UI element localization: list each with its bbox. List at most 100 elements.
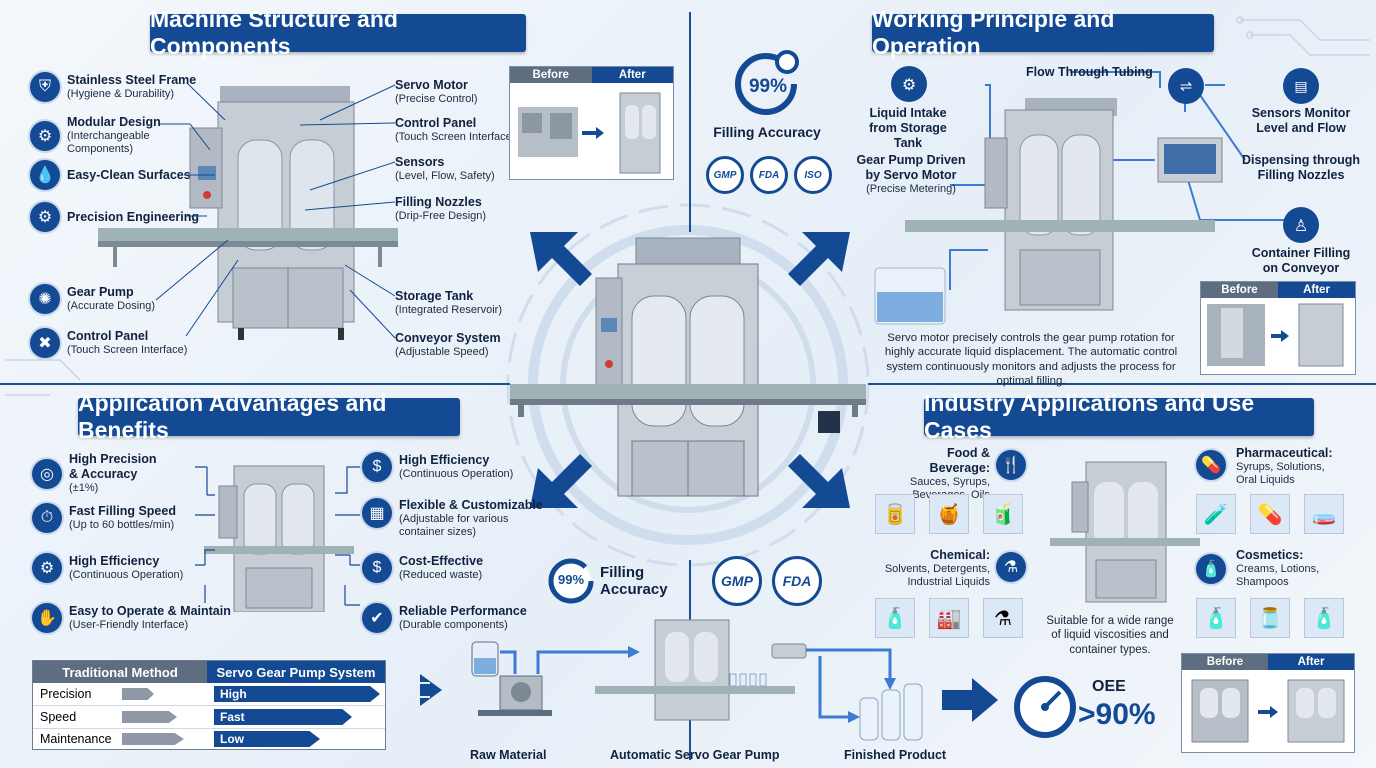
industry-chemical: Chemical:Solvents, Detergents, Industria…	[884, 548, 990, 589]
product-thumb: 💊	[1250, 494, 1290, 534]
gear-pump-icon: ✺	[30, 284, 60, 314]
shield-icon: ⛨	[30, 72, 60, 102]
feature-modular-design: ⚙ Modular Design(Interchangeable Compone…	[30, 115, 167, 156]
comparison-row: Speed Fast	[33, 706, 385, 729]
fork-knife-icon: 🍴	[996, 450, 1026, 480]
process-flow	[420, 619, 998, 741]
target-icon: ◎	[32, 458, 62, 489]
svg-text:⚙: ⚙	[902, 77, 916, 94]
industry-cosmetics: Cosmetics:Creams, Lotions, Shampoos	[1236, 548, 1320, 589]
divider-top	[689, 12, 691, 232]
machine-illustration-industry	[1050, 461, 1200, 603]
product-thumb: 🧴	[875, 598, 915, 638]
arrow-down-right-icon	[788, 454, 850, 508]
feature-control-panel: ✖ Control Panel(Touch Screen Interface)	[30, 328, 187, 358]
principle-sensors: Sensors Monitor Level and Flow	[1251, 106, 1351, 135]
iso-seal-top: ISO	[794, 156, 832, 194]
feature-precision-engineering: ⚙ Precision Engineering	[30, 202, 199, 232]
divider-left	[0, 383, 510, 385]
after-label: After	[1278, 282, 1355, 298]
advantage-high-efficiency-right: $ High Efficiency(Continuous Operation)	[362, 452, 513, 482]
shield-check-icon: ✔	[362, 603, 392, 633]
comparison-table: Traditional Method Servo Gear Pump Syste…	[32, 660, 386, 750]
principle-diagram: ⚙ ⇌ ▤ ♙	[874, 66, 1319, 325]
principle-flow-tubing: Flow Through Tubing	[1026, 65, 1153, 79]
industry-food-icon-wrap: 🍴	[996, 450, 1026, 480]
product-thumb: 🍯	[929, 494, 969, 534]
process-raw-material: Raw Material	[470, 748, 547, 762]
accuracy-gauge-icon	[735, 50, 799, 115]
center-arrows	[530, 232, 850, 508]
feature-stainless-frame: ⛨ Stainless Steel Frame(Hygiene & Durabi…	[30, 72, 196, 102]
industry-note: Suitable for a wide range of liquid visc…	[1046, 615, 1174, 656]
accuracy-label-bottom: Filling Accuracy	[600, 564, 668, 599]
feature-gear-pump: ✺ Gear Pump(Accurate Dosing)	[30, 284, 155, 314]
accuracy-label: Filling Accuracy	[713, 124, 821, 140]
principle-container: Container Filling on Conveyor	[1251, 246, 1351, 275]
flask-icon: ⚗	[996, 552, 1026, 582]
accuracy-value: 99%	[748, 76, 788, 97]
before-label: Before	[510, 67, 592, 83]
after-label: After	[1268, 654, 1354, 670]
advantage-reliable: ✔ Reliable Performance(Durable component…	[362, 603, 527, 633]
principle-description: Servo motor precisely controls the gear …	[884, 332, 1178, 387]
gmp-seal-bottom: GMP	[712, 556, 762, 606]
comparison-row: Maintenance Low	[33, 729, 385, 749]
product-thumb: 🧫	[1304, 494, 1344, 534]
puzzle-icon: ▦	[362, 498, 392, 528]
before-after-images	[1191, 679, 1345, 743]
product-thumb: 🧴	[1304, 598, 1344, 638]
arrow-up-right-icon	[788, 232, 850, 286]
process-finished-product: Finished Product	[844, 748, 947, 762]
oee-value: >90%	[1078, 698, 1156, 731]
svg-text:♙: ♙	[1294, 218, 1308, 235]
product-thumb: 🫙	[1250, 598, 1290, 638]
label-filling-nozzles: Filling Nozzles(Drip-Free Design)	[395, 195, 487, 222]
comparison-header-traditional: Traditional Method	[33, 661, 207, 683]
leader-lines-structure	[155, 83, 396, 339]
product-thumb: 🧪	[1196, 494, 1236, 534]
section-title-principle: Working Principle and Operation	[872, 6, 1214, 59]
money-hand-icon: $	[362, 452, 392, 482]
product-thumb: ⚗	[983, 598, 1023, 638]
advantage-precision: ◎ High Precision & Accuracy(±1%)	[32, 452, 169, 495]
droplet-icon: 💧	[30, 160, 60, 190]
before-after-images	[1207, 303, 1344, 367]
product-thumb: 🥫	[875, 494, 915, 534]
industry-chemical-icon-wrap: ⚗	[996, 552, 1026, 582]
accuracy-value-bottom: 99%	[557, 572, 585, 587]
principle-dispensing: Dispensing through Filling Nozzles	[1241, 153, 1361, 182]
label-conveyor: Conveyor System(Adjustable Speed)	[395, 331, 501, 358]
advantage-flexible: ▦ Flexible & Customizable(Adjustable for…	[362, 498, 543, 539]
comparison-row: Precision High	[33, 683, 385, 706]
dollar-icon: $	[362, 553, 392, 583]
gear-icon: ⚙	[30, 202, 60, 232]
arrow-down-left-icon	[530, 454, 592, 508]
svg-text:⇌: ⇌	[1180, 78, 1193, 95]
industry-cosmetics-icon-wrap: 🧴	[1196, 554, 1226, 584]
advantage-speed: ⏱ Fast Filling Speed(Up to 60 bottles/mi…	[32, 503, 176, 533]
leader-lines-advantages	[195, 466, 360, 606]
pill-icon: 💊	[1196, 450, 1226, 480]
pump-bottle-icon: 🧴	[1196, 554, 1226, 584]
oee-label: OEE	[1092, 678, 1126, 695]
product-thumb: 🏭	[929, 598, 969, 638]
principle-gear-pump: Gear Pump Driven by Servo Motor(Precise …	[856, 153, 966, 195]
section-title-industry: Industry Applications and Use Cases	[924, 390, 1314, 443]
after-label: After	[591, 67, 673, 83]
tools-icon: ✖	[30, 328, 60, 358]
label-control-panel: Control Panel(Touch Screen Interface)	[395, 116, 516, 143]
modules-icon: ⚙	[30, 120, 60, 151]
industry-food: Food & Beverage:Sauces, Syrups, Beverage…	[909, 446, 990, 502]
comparison-header-servo: Servo Gear Pump System	[207, 661, 385, 683]
hand-icon: ✋	[32, 603, 62, 633]
product-thumb: 🧴	[1196, 598, 1236, 638]
gear-icon: ⚙	[32, 553, 62, 583]
before-label: Before	[1182, 654, 1268, 670]
stopwatch-icon: ⏱	[32, 503, 62, 533]
machine-illustration-advantages	[204, 465, 354, 612]
arrow-up-left-icon	[530, 232, 592, 286]
divider-right	[868, 383, 1376, 385]
